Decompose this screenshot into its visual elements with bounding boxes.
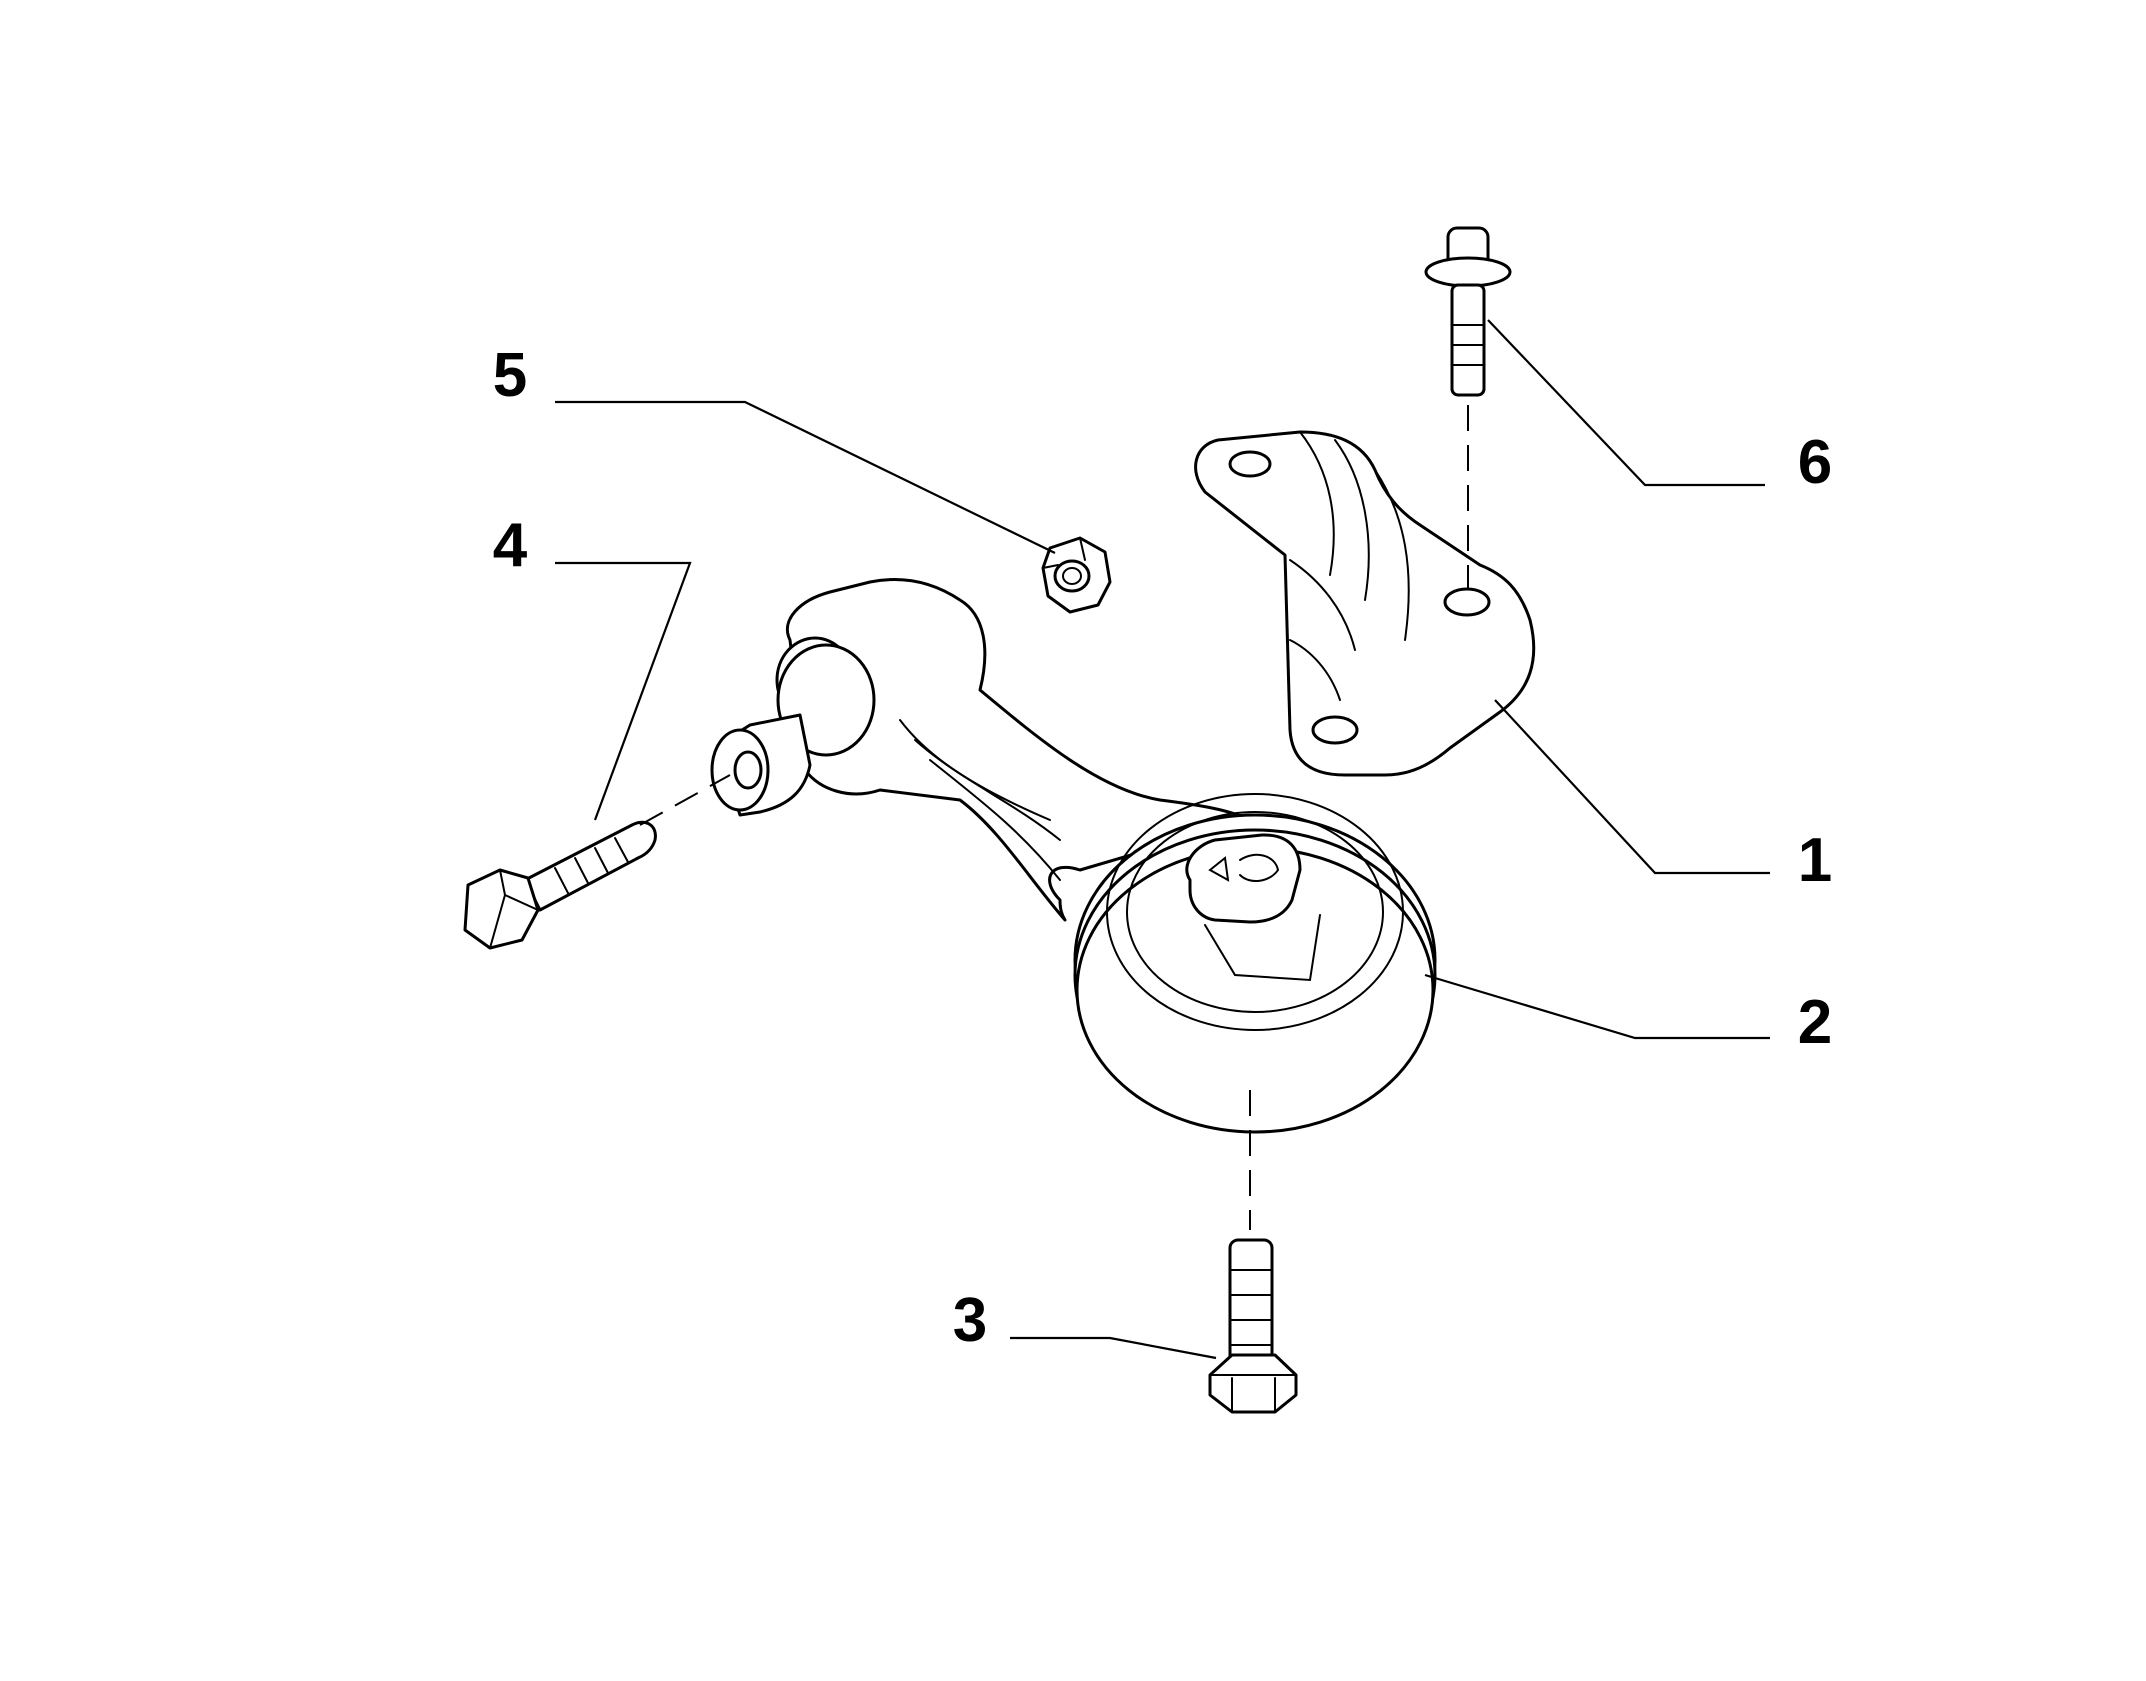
assembly-axes <box>639 405 1469 1230</box>
bolt-bottom <box>1208 1238 1298 1414</box>
leader-2 <box>1424 973 1770 1040</box>
bolt-top <box>1424 226 1512 397</box>
callout-5: 5 <box>492 341 528 410</box>
torque-rod <box>710 577 1437 1134</box>
leader-lines <box>555 319 1770 1360</box>
leader-5 <box>555 400 1056 554</box>
callout-3: 3 <box>952 1286 988 1355</box>
leader-6 <box>1487 319 1765 487</box>
leader-4 <box>555 561 692 821</box>
callout-4: 4 <box>492 511 528 580</box>
callout-6: 6 <box>1797 428 1833 497</box>
bolt-left <box>463 820 657 950</box>
callout-2: 2 <box>1797 988 1833 1057</box>
hex-nut <box>1041 536 1112 614</box>
leader-3 <box>1010 1336 1217 1360</box>
bracket-plate <box>1194 430 1536 777</box>
callout-1: 1 <box>1797 826 1833 895</box>
leader-1 <box>1494 699 1770 875</box>
